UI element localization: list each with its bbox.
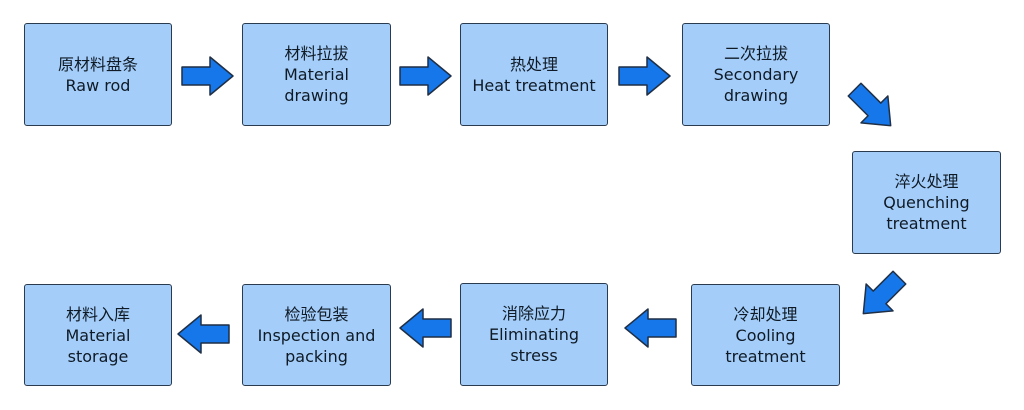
step-label-zh: 检验包装: [284, 304, 349, 324]
step-heat-treatment: 热处理 Heat treatment: [460, 23, 608, 126]
step-label-en-2: drawing: [284, 86, 349, 105]
step-label-en: Eliminating: [489, 325, 579, 344]
step-label-en-2: stress: [510, 346, 558, 365]
step-label-en-2: drawing: [723, 86, 789, 105]
step-label-en: Material: [284, 65, 349, 84]
step-label-en-2: treatment: [886, 214, 967, 233]
step-label-en: Heat treatment: [472, 75, 596, 95]
step-raw-rod: 原材料盘条 Raw rod: [24, 23, 172, 126]
arrow-down-left-icon: [862, 270, 907, 315]
step-label-zh: 材料入库: [65, 304, 130, 324]
arrow-right-icon: [181, 56, 234, 96]
step-label-en: Inspection and: [257, 325, 376, 345]
arrow-right-icon: [618, 56, 671, 96]
arrow-left-icon: [399, 308, 452, 348]
step-quenching: 淬火处理 Quenching treatment: [852, 151, 1001, 254]
step-label-en: Material: [65, 325, 131, 345]
step-label-en: Cooling: [735, 325, 796, 345]
arrow-right-icon: [399, 56, 452, 96]
step-label-zh: 冷却处理: [733, 304, 798, 324]
step-label-zh: 原材料盘条: [57, 54, 138, 74]
step-inspection-packing: 检验包装 Inspection and packing: [242, 284, 391, 386]
step-eliminating-stress: 消除应力 Eliminating stress: [460, 283, 608, 386]
step-label-zh: 消除应力: [501, 304, 566, 323]
step-label-en: Raw rod: [65, 75, 131, 95]
step-label-zh: 淬火处理: [894, 172, 959, 191]
step-label-zh: 热处理: [509, 54, 558, 74]
step-label-en-2: storage: [67, 346, 129, 366]
step-material-storage: 材料入库 Material storage: [24, 284, 172, 386]
step-label-zh: 材料拉拔: [284, 44, 349, 63]
arrow-left-icon: [624, 308, 677, 348]
step-label-en: Quenching: [883, 193, 970, 212]
arrow-down-right-icon: [847, 82, 892, 127]
step-label-zh: 二次拉拔: [723, 44, 788, 63]
step-label-en-2: treatment: [725, 346, 806, 366]
step-secondary-drawing: 二次拉拔 Secondary drawing: [682, 23, 830, 126]
arrow-left-icon: [177, 314, 230, 354]
step-cooling: 冷却处理 Cooling treatment: [691, 284, 840, 386]
step-label-en-2: packing: [285, 346, 348, 366]
step-label-en: Secondary: [713, 65, 799, 84]
step-material-drawing: 材料拉拔 Material drawing: [242, 23, 391, 126]
